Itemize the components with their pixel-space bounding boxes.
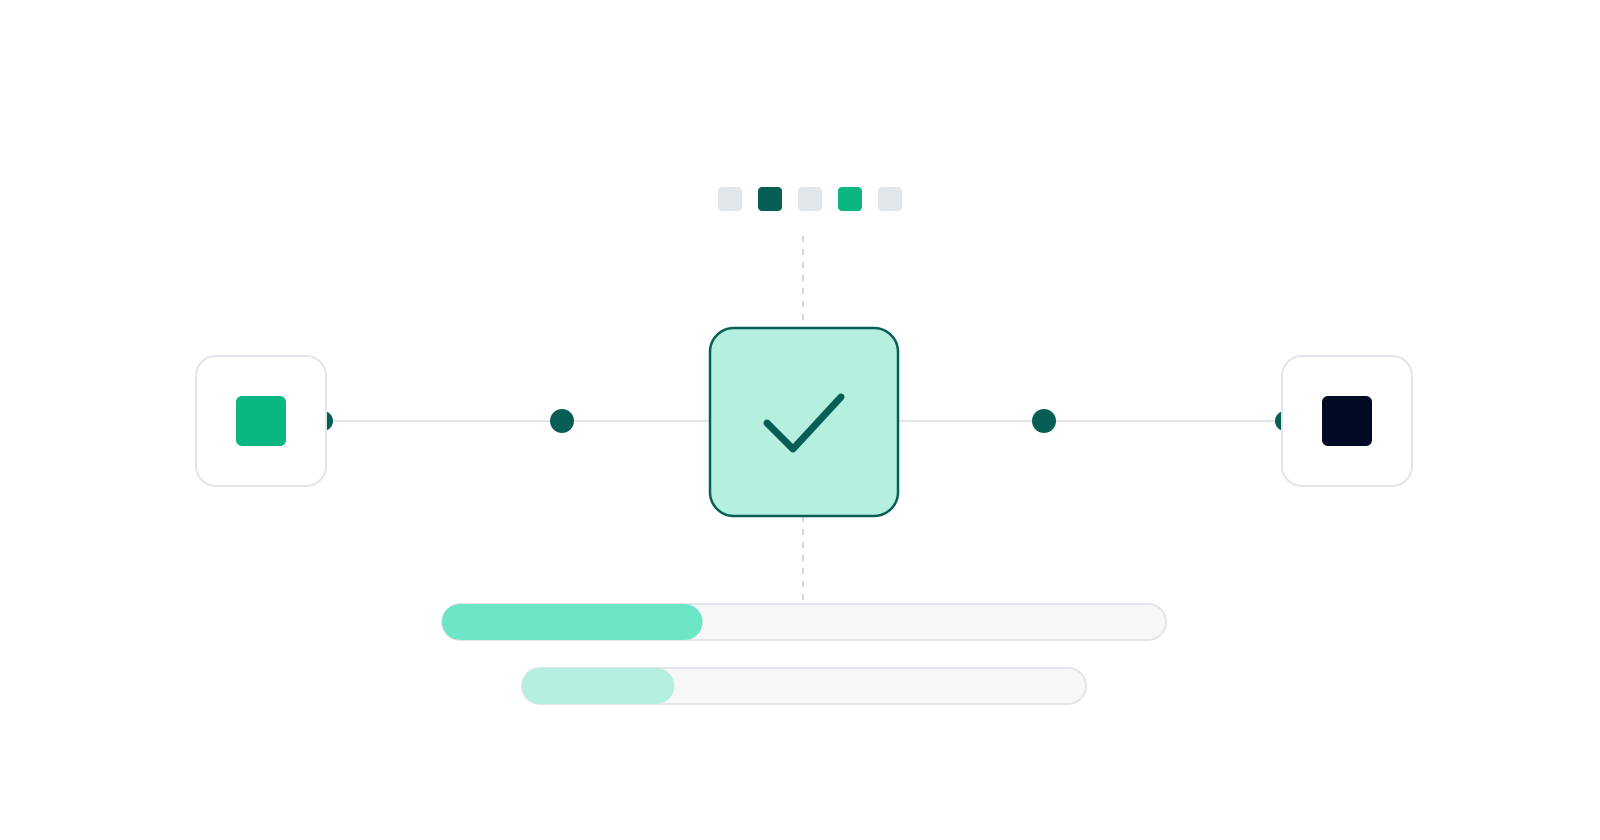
progress-bar-2 <box>521 667 1087 705</box>
status-square-3 <box>798 187 822 211</box>
progress-fill-2 <box>522 668 675 704</box>
node-right <box>1281 355 1413 487</box>
connector-dot-right <box>1032 409 1056 433</box>
status-square-1 <box>718 187 742 211</box>
square-icon <box>1322 396 1372 446</box>
node-left <box>195 355 327 487</box>
hub-card <box>708 326 900 518</box>
connector-dot-left <box>550 409 574 433</box>
progress-fill-1 <box>442 604 703 640</box>
progress-bar-1 <box>441 603 1167 641</box>
square-icon <box>236 396 286 446</box>
status-square-2 <box>758 187 782 211</box>
node-center <box>708 326 900 518</box>
status-square-4 <box>838 187 862 211</box>
status-square-5 <box>878 187 902 211</box>
status-squares-row <box>718 187 902 211</box>
check-icon <box>763 393 845 453</box>
